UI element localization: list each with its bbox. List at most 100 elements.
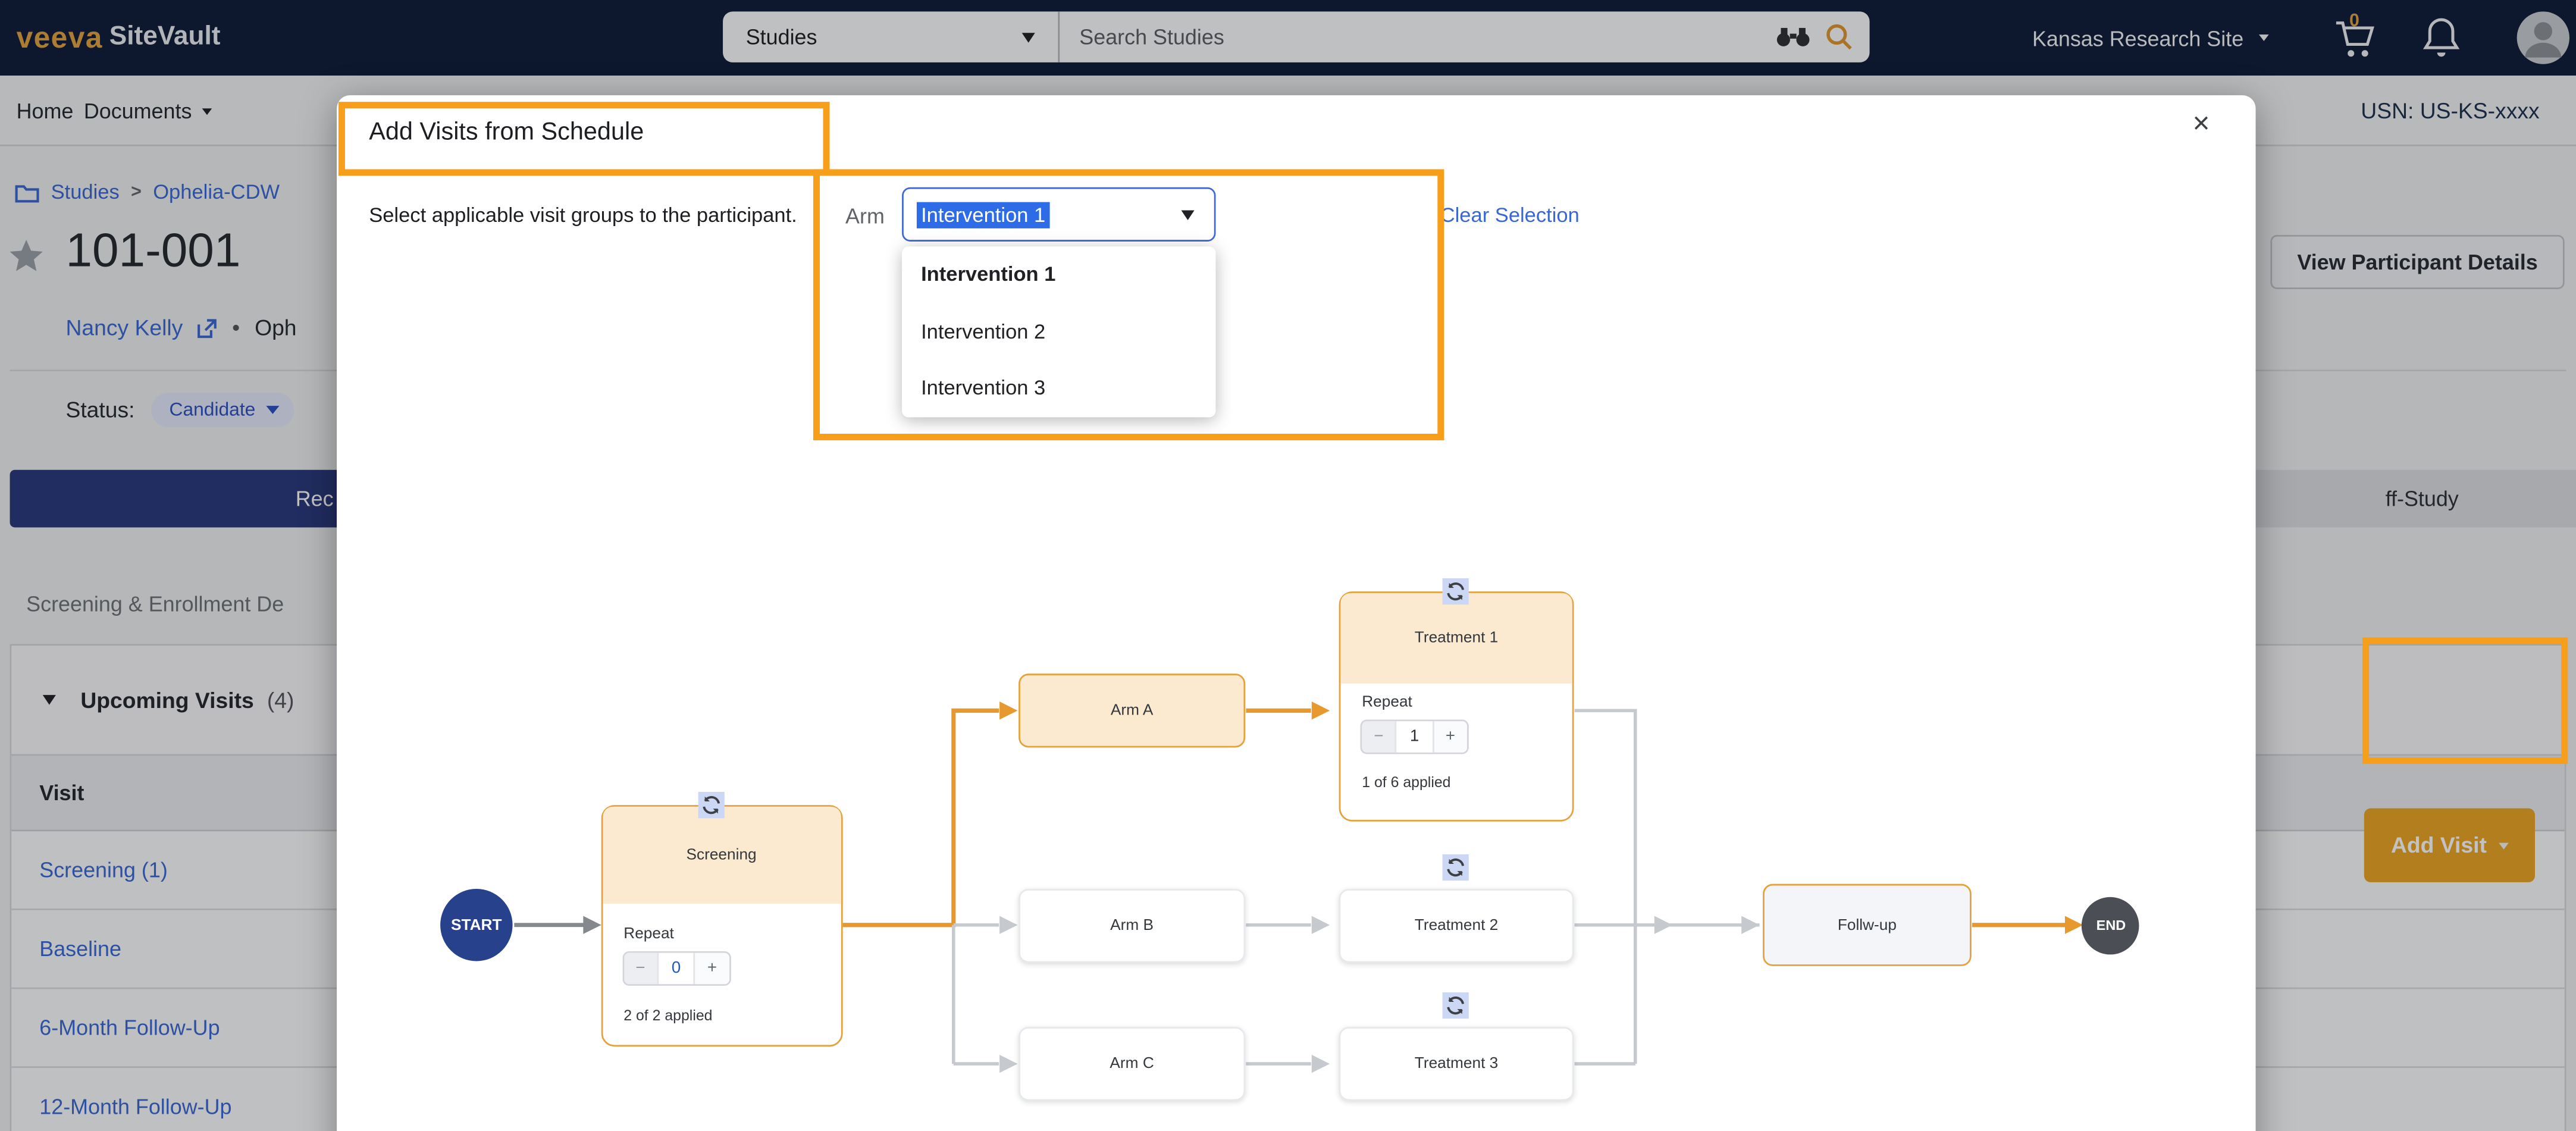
status-label: Status: — [65, 397, 135, 422]
view-details-label: View Participant Details — [2297, 249, 2538, 275]
status-value: Candidate — [169, 400, 256, 420]
add-visit-button[interactable]: Add Visit — [2364, 808, 2535, 882]
collapse-chevron-icon[interactable] — [42, 695, 56, 705]
diagram-start-node: START — [440, 888, 513, 961]
record-screening-button[interactable]: Rec — [9, 469, 337, 528]
top-navbar: veeva SiteVault Studies K — [0, 0, 2576, 76]
participant-subheader: Nancy Kelly • Oph — [65, 315, 296, 340]
upcoming-visits-title: Upcoming Visits — [80, 687, 254, 713]
visit-link[interactable]: Screening (1) — [39, 857, 168, 882]
breadcrumb-study-link[interactable]: Ophelia-CDW — [153, 180, 280, 204]
status-badge[interactable]: Candidate — [151, 392, 295, 427]
global-search-bar: Studies — [723, 11, 1870, 62]
treatment-1-repeat-stepper: − 1 + — [1360, 719, 1469, 754]
screening-repeat-stepper: − 0 + — [622, 951, 731, 986]
avatar-icon — [2517, 11, 2569, 64]
arm-select[interactable]: Intervention 1 — [901, 187, 1215, 242]
add-visits-modal: Add Visits from Schedule × Select applic… — [336, 95, 2255, 1131]
nav-item-home[interactable]: Home — [17, 76, 74, 146]
site-selector[interactable]: Kansas Research Site — [2032, 0, 2268, 76]
nav-documents-label: Documents — [83, 98, 192, 124]
treatment-3-node[interactable]: Treatment 3 — [1339, 1026, 1574, 1101]
off-study-label: ff-Study — [2385, 486, 2459, 511]
notifications-button[interactable] — [2421, 15, 2461, 61]
treatment-1-node[interactable]: Treatment 1 Repeat − 1 + 1 of 6 applied — [1339, 591, 1574, 822]
screening-node[interactable]: Screening Repeat − 0 + 2 of 2 applied — [600, 805, 842, 1047]
status-row: Status: Candidate — [65, 392, 295, 427]
arm-dropdown-menu: Intervention 1 Intervention 2 Interventi… — [901, 246, 1215, 418]
treatment-1-title: Treatment 1 — [1340, 593, 1572, 684]
menu-item-intervention-3[interactable]: Intervention 3 — [921, 377, 1046, 400]
visit-link[interactable]: Baseline — [39, 936, 122, 961]
annotation-box-arm-selector — [813, 169, 1445, 441]
screening-node-title: Screening — [602, 806, 841, 904]
visit-link[interactable]: 6-Month Follow-Up — [39, 1015, 220, 1041]
treatment-2-node[interactable]: Treatment 2 — [1339, 888, 1574, 963]
breadcrumb-studies-link[interactable]: Studies — [51, 180, 120, 204]
repeat-label: Repeat — [1362, 693, 1412, 712]
clear-selection-link[interactable]: Clear Selection — [1440, 203, 1580, 227]
participant-id: 101-001 — [65, 225, 241, 278]
modal-description: Select applicable visit groups to the pa… — [369, 203, 797, 227]
applied-count: 2 of 2 applied — [623, 1007, 713, 1024]
refresh-icon[interactable] — [697, 792, 724, 819]
folder-icon — [15, 184, 39, 202]
plus-button[interactable]: + — [1432, 721, 1467, 753]
chevron-down-icon — [2258, 34, 2268, 42]
menu-item-intervention-2[interactable]: Intervention 2 — [921, 320, 1046, 343]
menu-item-intervention-1[interactable]: Intervention 1 — [921, 263, 1056, 287]
applied-count: 1 of 6 applied — [1362, 773, 1451, 791]
chevron-down-icon — [1021, 32, 1035, 42]
chevron-down-icon — [2498, 842, 2508, 849]
view-participant-details-button[interactable]: View Participant Details — [2270, 234, 2565, 290]
veeva-logo-text: veeva — [16, 20, 103, 54]
arm-a-node[interactable]: Arm A — [1019, 673, 1246, 748]
annotation-box-modal-title — [338, 102, 830, 176]
minus-button[interactable]: − — [623, 953, 659, 985]
arm-selected-value: Intervention 1 — [916, 201, 1051, 228]
off-study-button[interactable]: ff-Study — [2201, 469, 2576, 528]
study-name-truncated: Oph — [255, 315, 297, 340]
plus-button[interactable]: + — [694, 953, 729, 985]
upcoming-visits-count: (4) — [267, 687, 294, 713]
search-scope-value: Studies — [745, 24, 817, 49]
brand-logo: veeva SiteVault — [17, 0, 221, 76]
close-icon[interactable]: × — [2192, 106, 2210, 140]
follow-up-node[interactable]: Follw-up — [1763, 884, 1972, 966]
diagram-end-node: END — [2082, 896, 2140, 954]
repeat-label: Repeat — [623, 925, 674, 944]
cart-count-badge: 0 — [2349, 11, 2359, 32]
dot-separator: • — [232, 315, 240, 340]
search-scope-select[interactable]: Studies — [723, 11, 1060, 62]
participant-name-link[interactable]: Nancy Kelly — [65, 315, 183, 340]
advanced-search-binoculars-icon[interactable] — [1776, 26, 1810, 48]
refresh-icon[interactable] — [1441, 992, 1468, 1019]
nav-item-documents[interactable]: Documents — [84, 76, 212, 146]
record-button-label: Rec — [295, 486, 334, 511]
visit-link[interactable]: 12-Month Follow-Up — [39, 1094, 232, 1119]
diagram-connectors — [513, 701, 2083, 1073]
site-name: Kansas Research Site — [2032, 25, 2244, 51]
annotation-box-add-visit — [2362, 637, 2568, 765]
minus-button[interactable]: − — [1362, 721, 1397, 753]
section-title: Screening & Enrollment De — [26, 591, 284, 616]
search-icons — [1776, 23, 1869, 51]
cart-icon — [2336, 21, 2374, 57]
favorite-star-icon[interactable] — [10, 240, 43, 279]
user-avatar[interactable] — [2515, 10, 2571, 66]
search-icon[interactable] — [1825, 23, 1853, 51]
refresh-icon[interactable] — [1441, 854, 1468, 881]
refresh-icon[interactable] — [1441, 578, 1468, 605]
arm-c-node[interactable]: Arm C — [1019, 1026, 1246, 1101]
cart-button[interactable]: 0 — [2333, 11, 2382, 62]
nav-home-label: Home — [16, 98, 74, 124]
repeat-value[interactable]: 0 — [659, 953, 694, 985]
arm-b-node[interactable]: Arm B — [1019, 888, 1246, 963]
chevron-down-icon — [1180, 209, 1194, 220]
search-input[interactable] — [1060, 11, 1776, 62]
breadcrumb-separator: > — [131, 182, 142, 202]
chevron-down-icon — [201, 107, 212, 114]
sitevault-logo-text: SiteVault — [109, 23, 221, 51]
repeat-value[interactable]: 1 — [1397, 721, 1433, 753]
